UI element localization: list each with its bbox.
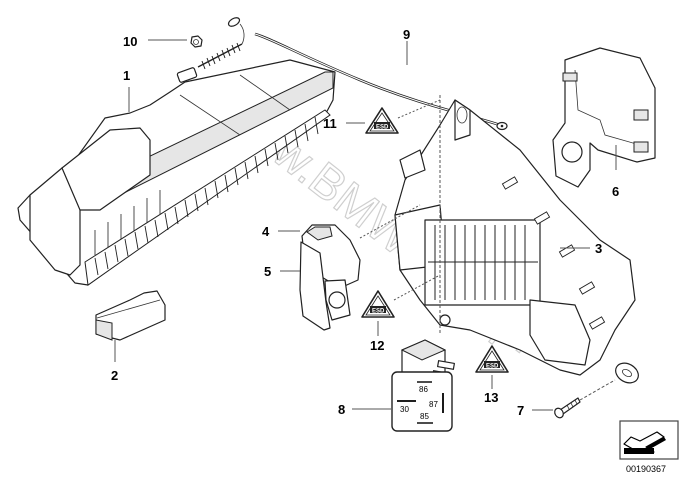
callout-11[interactable]: 11	[323, 116, 337, 131]
esd-icon: ESD	[372, 309, 385, 315]
part-2-cover-cap[interactable]	[95, 290, 166, 341]
part-12-esd-relay[interactable]: ESD	[361, 290, 395, 318]
relay-pin-86: 86	[419, 385, 428, 394]
callout-7[interactable]: 7	[517, 403, 524, 418]
relay-pinout-box: 86 30 87 85	[391, 371, 453, 432]
assembly-guides	[359, 99, 441, 301]
callout-2[interactable]: 2	[111, 368, 118, 383]
part-5-cover-plate[interactable]	[299, 241, 351, 331]
connector-spring-lead	[176, 17, 245, 83]
callout-10[interactable]: 10	[123, 34, 137, 49]
arrow-back-icon	[623, 431, 666, 454]
fin-grille	[84, 109, 331, 286]
part-3-fuse-box[interactable]	[394, 95, 642, 387]
part-8-relay[interactable]: 86 30 87 85	[391, 339, 455, 432]
callout-leaders	[114, 39, 617, 411]
diagram-code: 00190367	[626, 464, 666, 474]
callout-1[interactable]: 1	[123, 68, 130, 83]
callout-3[interactable]: 3	[595, 241, 602, 256]
esd-icon: ESD	[486, 364, 499, 370]
callout-4[interactable]: 4	[262, 224, 270, 239]
part-10-hex-nut[interactable]	[190, 35, 203, 48]
part-6-cover[interactable]	[552, 47, 656, 188]
part-1-fuse-carrier[interactable]	[17, 59, 336, 286]
part-11-esd-relay[interactable]: ESD	[365, 107, 399, 134]
part-7-screw[interactable]	[553, 379, 616, 419]
callout-labels: 1 2 3 4 5 6 7 8 9 10 11 12 13	[111, 27, 619, 418]
relay-pin-85: 85	[420, 412, 429, 421]
relay-pin-30: 30	[400, 405, 409, 414]
esd-icon: ESD	[376, 125, 389, 131]
callout-9[interactable]: 9	[403, 27, 410, 42]
callout-12[interactable]: 12	[370, 338, 384, 353]
callout-5[interactable]: 5	[264, 264, 271, 279]
fuse-grid	[424, 219, 541, 306]
callout-8[interactable]: 8	[338, 402, 345, 417]
relay-pin-87: 87	[429, 400, 438, 409]
part-13-esd-relay[interactable]: ESD	[475, 345, 509, 373]
callout-6[interactable]: 6	[612, 184, 619, 199]
callout-13[interactable]: 13	[484, 390, 498, 405]
back-navigation[interactable]: 00190367	[619, 420, 679, 474]
